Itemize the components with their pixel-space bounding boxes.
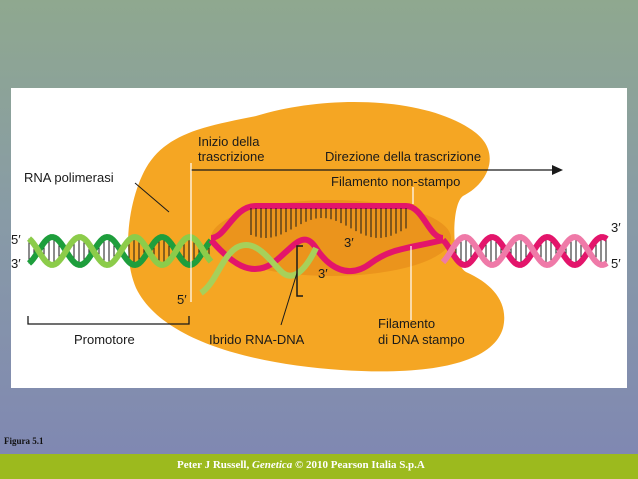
label-rna-polymerase: RNA polimerasi bbox=[24, 170, 114, 185]
dna-strand-pink-dark bbox=[440, 233, 609, 269]
direction-arrow-head bbox=[552, 165, 563, 175]
promoter-bracket bbox=[27, 316, 190, 325]
dna-strand-green-light bbox=[26, 233, 214, 269]
label-direction: Direzione della trascrizione bbox=[325, 149, 481, 164]
template-strand bbox=[208, 236, 444, 275]
bubble-base-pairs bbox=[250, 208, 407, 238]
rna-transcript bbox=[199, 242, 319, 296]
label-bubble-3: 3′ bbox=[344, 235, 354, 250]
credit-rest: © 2010 Pearson Italia S.p.A bbox=[292, 459, 425, 471]
figure-panel: RNA polimerasi Inizio della trascrizione… bbox=[11, 88, 627, 388]
label-hybrid: Ibrido RNA-DNA bbox=[209, 332, 305, 347]
footer-bar: Peter J Russell, Genetica © 2010 Pearson… bbox=[0, 454, 638, 479]
label-initiation-line1: Inizio della bbox=[198, 134, 260, 149]
rna-polymerase-leader bbox=[134, 182, 170, 213]
nontemplate-strand bbox=[210, 203, 444, 241]
label-promoter: Promotore bbox=[74, 332, 135, 347]
transcription-diagram: RNA polimerasi Inizio della trascrizione… bbox=[11, 101, 621, 372]
credit-line: Peter J Russell, Genetica © 2010 Pearson… bbox=[177, 459, 425, 471]
label-end5-left: 5′ bbox=[11, 232, 21, 247]
label-initiation-line2: trascrizione bbox=[198, 149, 264, 164]
label-end3-right-top: 3′ bbox=[611, 220, 621, 235]
label-template-line2: di DNA stampo bbox=[378, 332, 465, 347]
figure-caption: Figura 5.1 bbox=[4, 436, 44, 446]
label-end5-right-bottom: 5′ bbox=[611, 256, 621, 271]
label-nontemplate: Filamento non-stampo bbox=[331, 174, 460, 189]
label-rna-5: 5′ bbox=[177, 292, 187, 307]
credit-book: Genetica bbox=[251, 459, 293, 471]
label-template-line1: Filamento bbox=[378, 316, 435, 331]
credit-author: Peter J Russell, bbox=[177, 459, 252, 471]
hybrid-leader bbox=[280, 272, 298, 326]
label-rna-3: 3′ bbox=[318, 266, 328, 281]
dna-helix bbox=[26, 233, 609, 269]
label-end3-left: 3′ bbox=[11, 256, 21, 271]
hybrid-bracket bbox=[296, 245, 303, 297]
dna-strand-pink-light bbox=[440, 233, 609, 269]
